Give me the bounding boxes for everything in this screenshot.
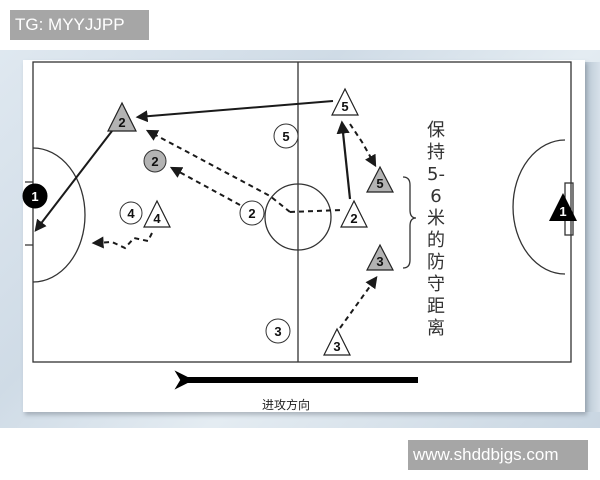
right-penalty-arc <box>512 139 566 275</box>
attack-direction-caption: 进攻方向 <box>262 398 311 412</box>
svg-text:5: 5 <box>376 176 383 191</box>
attacker-circle-2-center: 2 <box>239 200 265 226</box>
center-circle <box>264 183 332 251</box>
svg-text:3: 3 <box>376 254 383 269</box>
attacker-circle-2-shaded: 2 <box>143 149 167 173</box>
attacker-circle-3: 3 <box>265 318 291 344</box>
defender-triangle-4: 4 <box>143 199 171 228</box>
run-arrow <box>169 166 241 206</box>
attacker-circle-5: 5 <box>273 123 299 149</box>
left-goal <box>25 181 33 246</box>
svg-text:5: 5 <box>341 99 348 114</box>
defender-triangle-3-shaded: 3 <box>366 243 394 271</box>
svg-text:2: 2 <box>118 115 125 130</box>
distance-brace <box>402 176 417 269</box>
defender-triangle-3-bottom: 3 <box>323 327 351 356</box>
watermark-url: www.shddbjgs.com <box>408 440 588 470</box>
goalkeeper-right: 1 <box>549 193 577 221</box>
background-strip <box>585 62 600 412</box>
svg-text:2: 2 <box>248 206 255 221</box>
goalkeeper-left: 1 <box>22 183 48 209</box>
svg-text:4: 4 <box>127 206 135 221</box>
defender-triangle-2-top: 2 <box>107 101 137 132</box>
run-arrow <box>349 123 377 168</box>
svg-text:1: 1 <box>31 189 38 204</box>
svg-text:2: 2 <box>350 211 357 226</box>
defender-triangle-5-shaded: 5 <box>366 165 394 193</box>
run-arrow <box>339 276 378 329</box>
defense-distance-note: 保持5-6米的防守距离 <box>427 120 445 339</box>
pass-arrow <box>34 130 113 232</box>
svg-text:3: 3 <box>274 324 281 339</box>
svg-text:5: 5 <box>282 129 289 144</box>
svg-text:4: 4 <box>153 211 161 226</box>
defender-triangle-5-top: 5 <box>331 87 359 116</box>
defender-triangle-2-right: 2 <box>340 199 368 228</box>
run-arrow <box>145 129 291 213</box>
field-lines <box>25 61 574 363</box>
pass-arrow <box>135 100 334 123</box>
movement-arrows <box>34 100 378 329</box>
left-penalty-arc <box>32 147 86 283</box>
run-arrow <box>91 232 153 250</box>
attacker-circle-4: 4 <box>119 201 143 225</box>
svg-text:3: 3 <box>333 339 340 354</box>
watermark-top: TG: MYYJJPP <box>10 10 149 40</box>
svg-text:2: 2 <box>151 154 158 169</box>
players: 1 1 2 2 4 4 2 5 <box>22 87 577 356</box>
svg-text:1: 1 <box>559 204 566 219</box>
run-arrow <box>336 120 352 200</box>
